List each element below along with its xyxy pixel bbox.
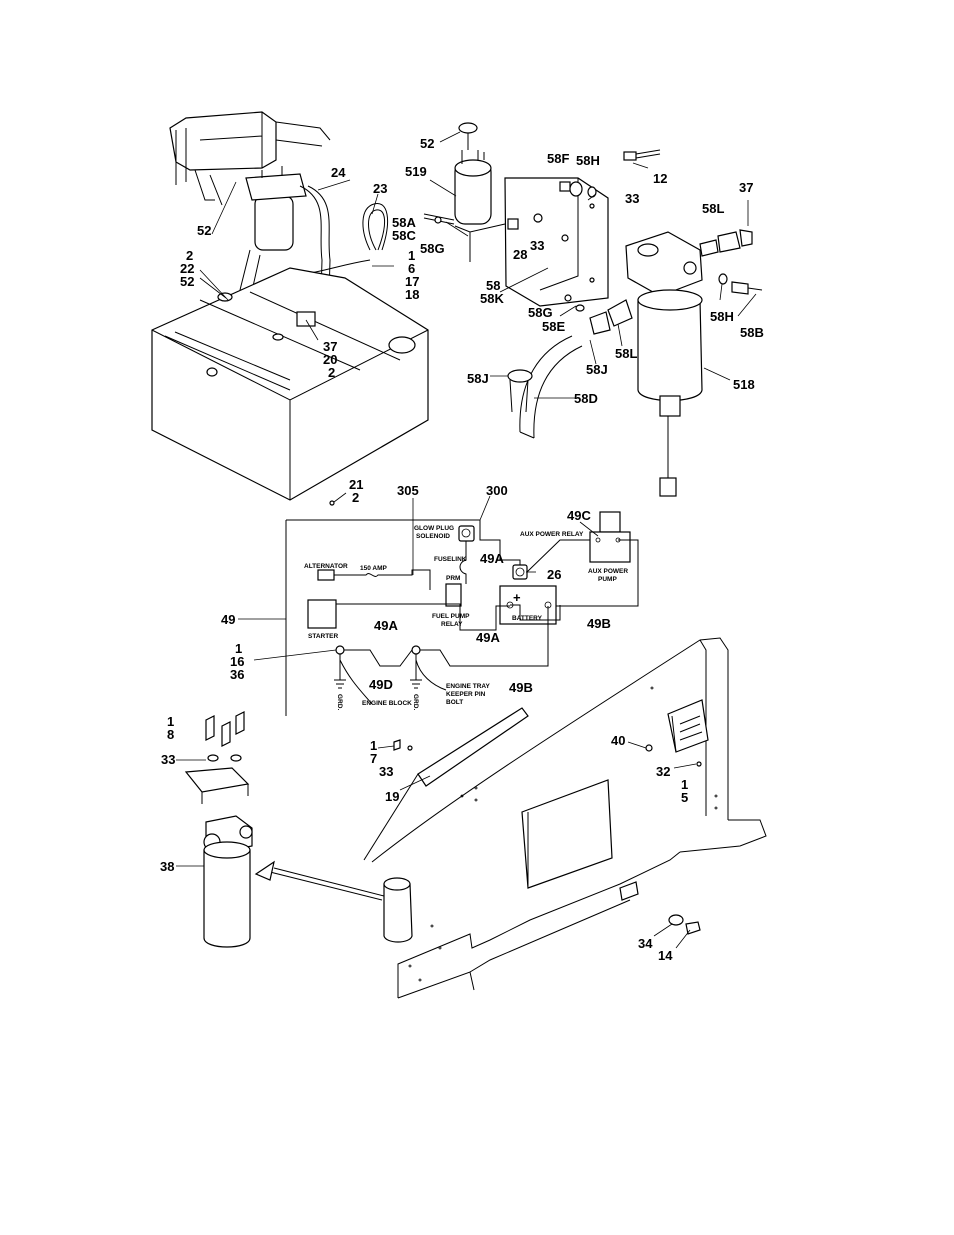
callout-22: 22 <box>180 261 194 276</box>
callout-23: 23 <box>373 181 387 196</box>
callout-24: 24 <box>331 165 346 180</box>
callout-32: 32 <box>656 764 670 779</box>
callout-33-mid: 33 <box>530 238 544 253</box>
callout-2-tank: 2 <box>186 248 193 263</box>
callout-305: 305 <box>397 483 419 498</box>
fuel-pump-label: FUEL PUMP <box>432 613 470 620</box>
prm-label: PRM <box>446 575 460 582</box>
callout-38: 38 <box>160 859 174 874</box>
callout-17: 17 <box>405 274 419 289</box>
leader-lines <box>176 131 757 949</box>
callout-1-ground: 1 <box>235 641 242 656</box>
relay-label: RELAY <box>441 621 463 628</box>
callout-36: 36 <box>230 667 244 682</box>
callout-52-pump: 52 <box>420 136 434 151</box>
callout-300: 300 <box>486 483 508 498</box>
callout-52-filter: 52 <box>197 223 211 238</box>
engine-tray-frame <box>363 637 767 999</box>
solenoid-label: SOLENOID <box>416 533 450 540</box>
callout-2-bottom: 2 <box>352 490 359 505</box>
callout-519: 519 <box>405 164 427 179</box>
callout-7: 7 <box>370 751 377 766</box>
callout-58d: 58D <box>574 391 598 406</box>
callout-52-tank: 52 <box>180 274 194 289</box>
callout-58j-left: 58J <box>467 371 489 386</box>
callout-58g-top: 58G <box>420 241 445 256</box>
callout-5: 5 <box>681 790 688 805</box>
callout-49a-bottom: 49A <box>476 630 500 645</box>
amp-150-label: 150 AMP <box>360 565 388 572</box>
callout-58h-right: 58H <box>710 309 734 324</box>
callout-58b: 58B <box>740 325 764 340</box>
callout-58f: 58F <box>547 151 569 166</box>
keeper-pin-label: KEEPER PIN <box>446 691 486 698</box>
aux-power-label: AUX POWER <box>588 568 628 575</box>
fuel-pump-and-bracket <box>423 122 661 312</box>
callout-58c: 58C <box>392 228 416 243</box>
callout-labels: 52 519 58F 58H 12 37 33 24 23 58A 58C 58… <box>160 136 764 963</box>
callout-49a-top: 49A <box>480 551 504 566</box>
callout-1-rail: 1 <box>370 738 377 753</box>
callout-40: 40 <box>611 733 625 748</box>
battery-plus-sign: + <box>513 590 521 605</box>
callout-1-hose: 1 <box>408 248 415 263</box>
fuselink-label: FUSELINK <box>434 556 467 563</box>
battery-label: BATTERY <box>512 615 543 622</box>
grd-label-tray: GRD. <box>412 694 419 710</box>
callout-18: 18 <box>405 287 419 302</box>
schematic-labels: GLOW PLUG SOLENOID FUSELINK AUX POWER RE… <box>304 525 628 710</box>
callout-58h-top: 58H <box>576 153 600 168</box>
callout-14: 14 <box>658 948 673 963</box>
engine-tray-label: ENGINE TRAY <box>446 683 490 690</box>
callout-49a-left: 49A <box>374 618 398 633</box>
fuel-filter-assembly <box>507 229 763 497</box>
callout-49b-right: 49B <box>587 616 611 631</box>
callout-58l-top: 58L <box>702 201 724 216</box>
callout-49: 49 <box>221 612 235 627</box>
glow-plug-label: GLOW PLUG <box>414 525 454 532</box>
callout-58k: 58K <box>480 291 504 306</box>
callout-2-tank-mid: 2 <box>328 365 335 380</box>
grd-label-block: GRD. <box>336 694 343 710</box>
callout-58: 58 <box>486 278 500 293</box>
callout-58a: 58A <box>392 215 416 230</box>
fuel-tank-assembly <box>151 111 429 506</box>
callout-37-tank: 37 <box>323 339 337 354</box>
bolt-label: BOLT <box>446 699 463 706</box>
callout-26: 26 <box>547 567 561 582</box>
callout-12: 12 <box>653 171 667 186</box>
wiring-schematic <box>285 511 639 716</box>
callout-33-bracket: 33 <box>625 191 639 206</box>
callout-1-filter: 1 <box>167 714 174 729</box>
callout-19: 19 <box>385 789 399 804</box>
callout-33-filter: 33 <box>161 752 175 767</box>
callout-49d: 49D <box>369 677 393 692</box>
callout-34: 34 <box>638 936 653 951</box>
callout-6: 6 <box>408 261 415 276</box>
engine-block-label: ENGINE BLOCK <box>362 700 412 707</box>
callout-16: 16 <box>230 654 244 669</box>
callout-20: 20 <box>323 352 337 367</box>
callout-49c: 49C <box>567 508 591 523</box>
callout-33-rail: 33 <box>379 764 393 779</box>
callout-8: 8 <box>167 727 174 742</box>
callout-58l-bottom: 58L <box>615 346 637 361</box>
callout-49b-bottom: 49B <box>509 680 533 695</box>
callout-28: 28 <box>513 247 527 262</box>
aux-power-relay-label: AUX POWER RELAY <box>520 531 584 538</box>
callout-58j-right: 58J <box>586 362 608 377</box>
callout-518: 518 <box>733 377 755 392</box>
pump-label: PUMP <box>598 576 617 583</box>
callout-1-ecu: 1 <box>681 777 688 792</box>
starter-label: STARTER <box>308 633 339 640</box>
callout-58g-bottom: 58G <box>528 305 553 320</box>
callout-58e: 58E <box>542 319 565 334</box>
alternator-label: ALTERNATOR <box>304 563 348 570</box>
callout-37-filter: 37 <box>739 180 753 195</box>
hydraulic-filter-38 <box>184 711 413 948</box>
callout-21: 21 <box>349 477 363 492</box>
